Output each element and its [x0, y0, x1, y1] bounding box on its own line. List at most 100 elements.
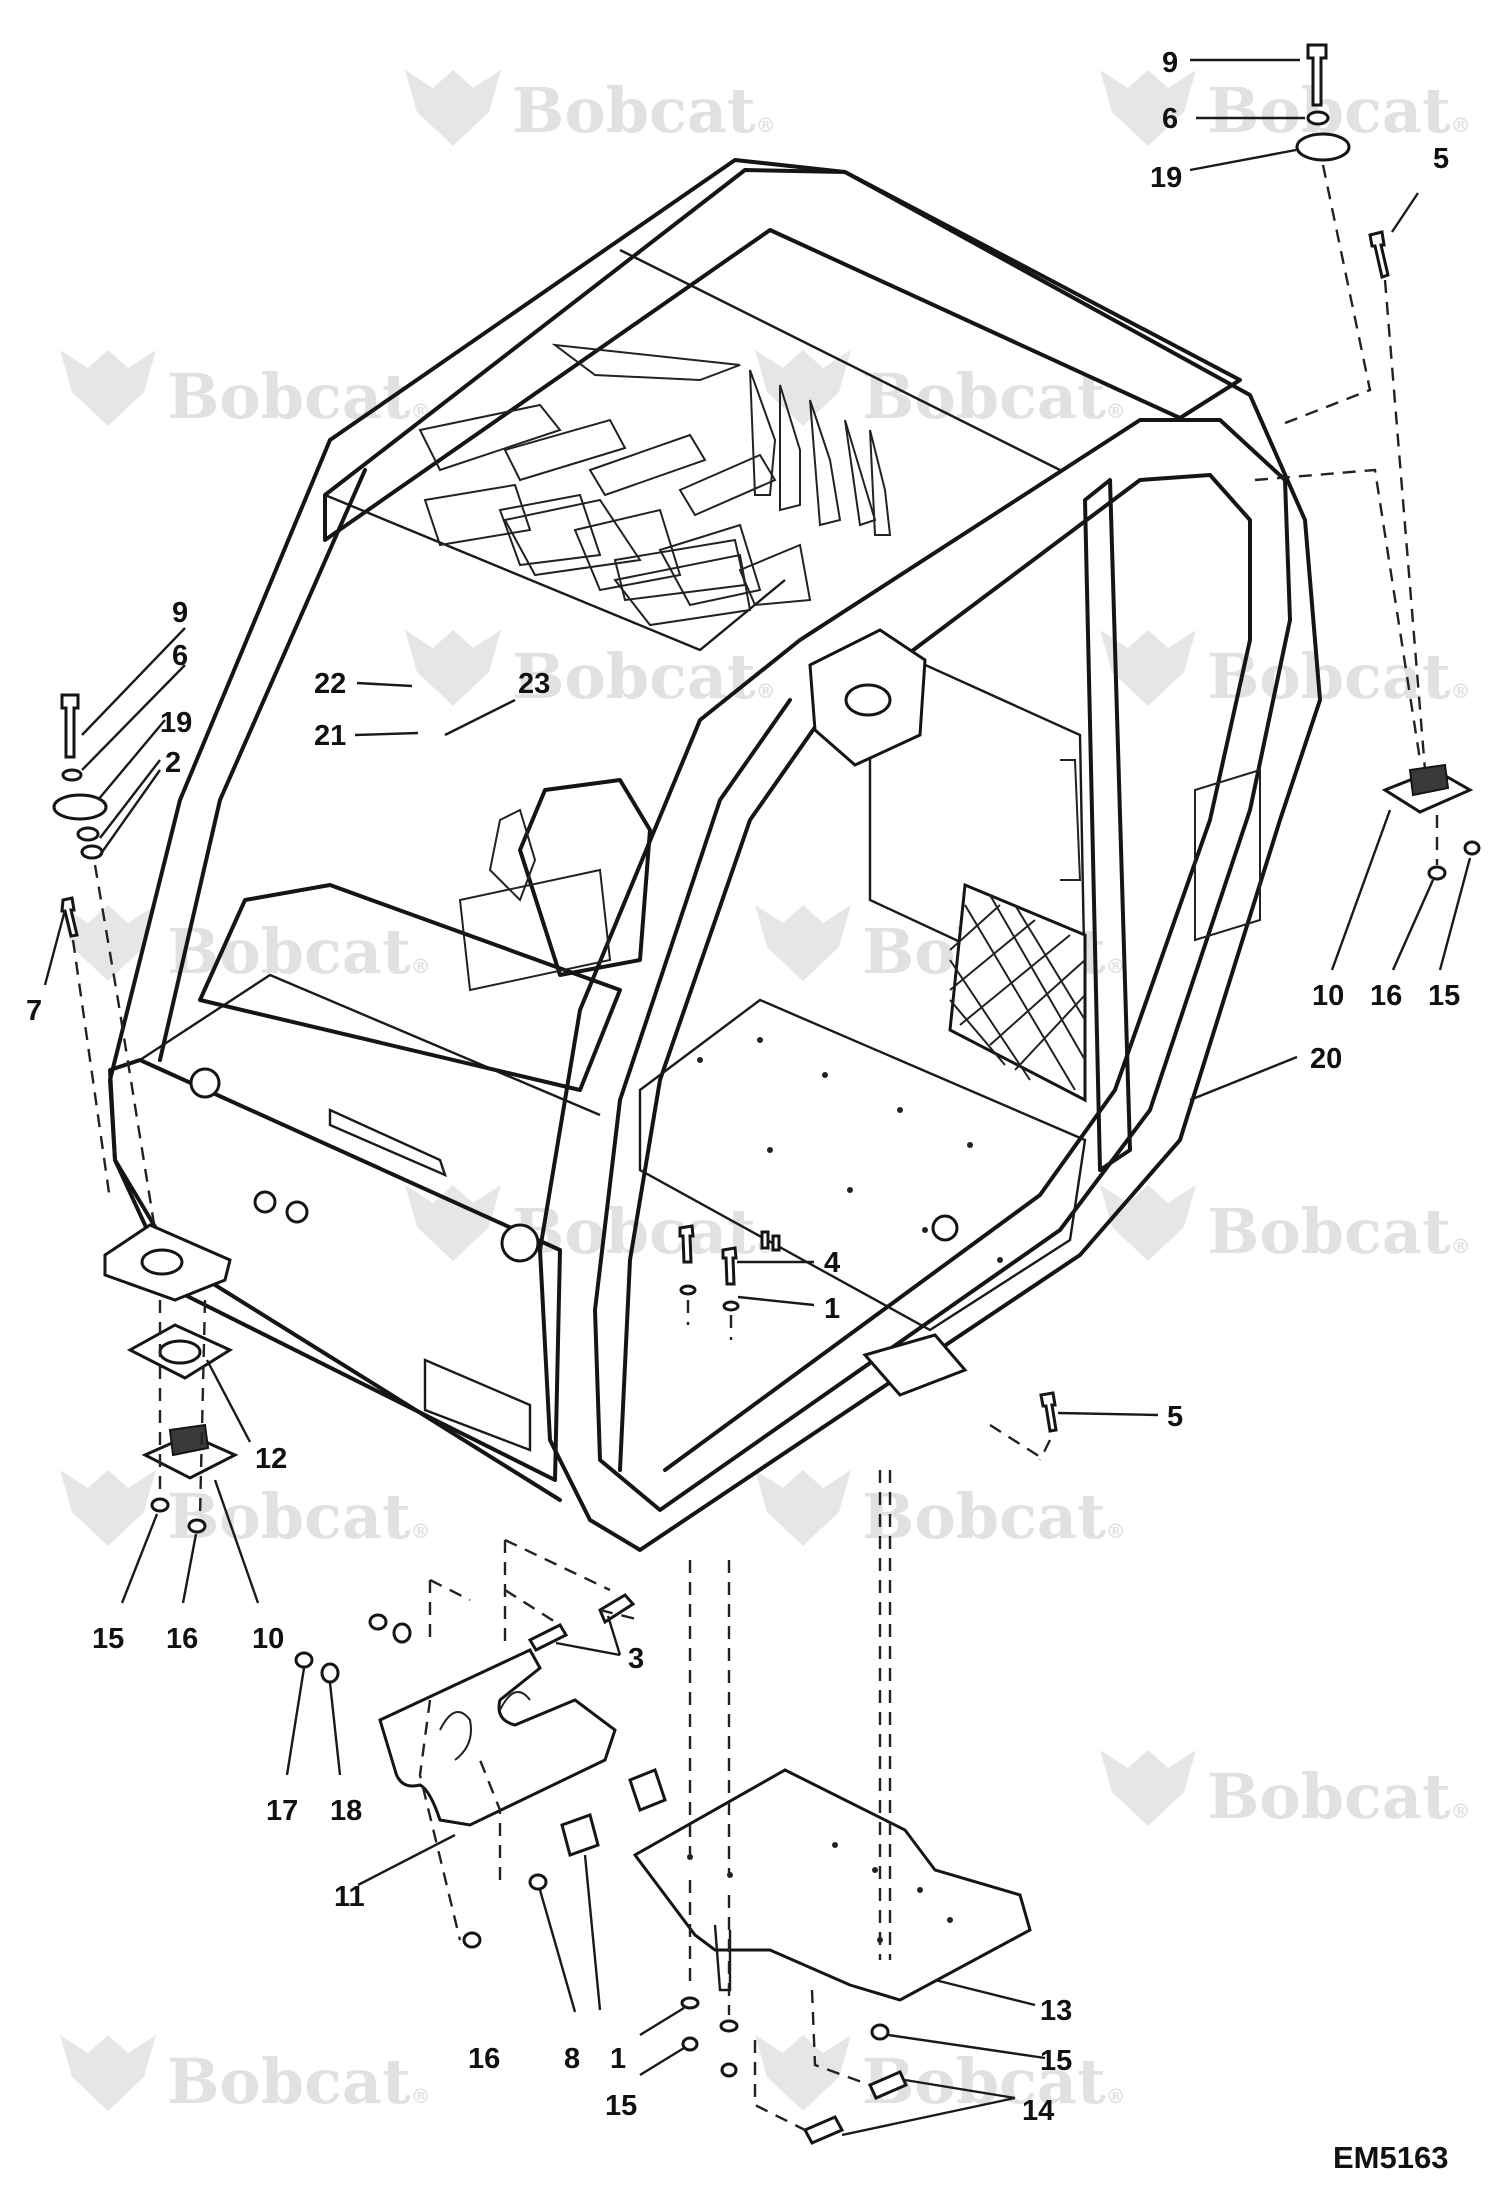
watermark-registered-mark: ®: [411, 2084, 431, 2108]
floor-plate-13-strap: [713, 1924, 732, 1992]
nut-16-right: [1427, 865, 1447, 881]
bolt-14-a: [867, 2070, 909, 2100]
floor-latch-knob: [931, 1214, 959, 1242]
callout-leaders: [43, 58, 1472, 2137]
callout-16-left: 16: [166, 1623, 198, 1655]
bolt-9-top: [1306, 43, 1328, 107]
callout-6-top: 6: [1162, 103, 1178, 135]
mount-bracket-left-hole: [140, 1248, 184, 1276]
left-panel-slot: [328, 1108, 447, 1178]
callout-labels: 9 6 19 5 9 6 19 2 22 21 23 7 10 16 15 20…: [26, 47, 1460, 2127]
nut-16-bottom-b: [462, 1931, 482, 1949]
nut-16-bottom-a: [528, 1873, 548, 1891]
clip-part: [760, 1230, 781, 1252]
watermark-text: Bobcat®: [167, 2045, 431, 2118]
bushing-8-b: [560, 1813, 600, 1857]
seat-back: [198, 883, 622, 1092]
leader-plate-verticals: [688, 1470, 882, 2132]
bobcat-logo-icon: [755, 905, 851, 981]
callout-15-bottom-right: 15: [1040, 2045, 1072, 2077]
watermark-row3-left: Bobcat®: [405, 630, 776, 713]
watermark-text: Bobcat®: [1207, 1760, 1471, 1833]
console-box: [458, 868, 612, 992]
mount-rubber-10-right: [1408, 763, 1450, 797]
callout-20: 20: [1310, 1043, 1342, 1075]
watermark-text: Bobcat®: [167, 1480, 431, 1553]
roof-panel-edge: [324, 493, 786, 652]
leader-bracket-frame: [418, 1538, 641, 1941]
callout-10-right: 10: [1312, 980, 1344, 1012]
joystick: [488, 808, 537, 902]
leader-5-top: [1383, 279, 1427, 771]
washer-1-b: [722, 1300, 740, 1312]
bobcat-logo-icon: [60, 2035, 156, 2111]
watermark-text: Bobcat®: [512, 640, 776, 713]
washer-2-left-b: [80, 844, 104, 860]
callout-6-left: 6: [172, 640, 188, 672]
nut-17-a: [368, 1613, 388, 1631]
bobcat-logo-icon: [755, 1470, 851, 1546]
bolt-4-b: [721, 1246, 738, 1286]
callout-15-right: 15: [1428, 980, 1460, 1012]
callout-5-mid: 5: [1167, 1401, 1183, 1433]
callout-16-bottom: 16: [468, 2043, 500, 2075]
watermark-row2-right: Bobcat®: [755, 350, 1126, 433]
callout-5-top: 5: [1433, 143, 1449, 175]
post-handle: [1060, 759, 1082, 881]
watermark-text: Bobcat®: [512, 74, 776, 147]
bobcat-logo-icon: [405, 630, 501, 706]
right-isolator-mount: [1381, 763, 1481, 881]
callout-8: 8: [564, 2043, 580, 2075]
rear-vertical-post: [1083, 478, 1132, 1172]
left-mount-stack: [52, 693, 157, 1231]
washer-1-bottom-b: [719, 2019, 739, 2033]
callout-21: 21: [314, 720, 346, 752]
seat-rail-bracket-11: [378, 1648, 617, 1827]
callout-13: 13: [1040, 1995, 1072, 2027]
bolt-3-a: [598, 1593, 636, 1625]
nut-15-bottom-right: [870, 2023, 890, 2041]
watermark-row2-left: Bobcat®: [60, 350, 431, 433]
callout-9-left: 9: [172, 597, 188, 629]
roof-panel-rear-edge: [619, 248, 1061, 472]
bolt-14-b: [802, 2115, 845, 2145]
callout-15-left: 15: [92, 1623, 124, 1655]
bobcat-logo-icon: [60, 350, 156, 426]
nut-15-right: [1463, 840, 1481, 856]
washer-6-left: [61, 768, 83, 782]
floor-plate-13: [632, 1768, 1032, 2002]
watermark-registered-mark: ®: [411, 954, 431, 978]
left-isolator-mount: [103, 1223, 239, 1534]
callout-23: 23: [518, 668, 550, 700]
left-panel-round-port-2: [500, 1223, 540, 1263]
leader-rear-guide: [1254, 468, 1422, 761]
cab-roof-panel: [323, 168, 1242, 542]
side-latch-bracket: [1194, 768, 1261, 942]
spacer-plate-12-hole: [158, 1339, 202, 1365]
rollover-tube-inner: [618, 473, 1252, 1472]
watermark-row4-left: Bobcat®: [60, 905, 431, 988]
left-panel-knob-1: [253, 1190, 277, 1214]
watermark-registered-mark: ®: [1106, 954, 1126, 978]
bobcat-logo-icon: [1100, 1750, 1196, 1826]
top-right-mount-stack: [1254, 43, 1427, 771]
watermark-registered-mark: ®: [1106, 2084, 1126, 2108]
left-panel-access-opening: [423, 1358, 532, 1452]
watermark-text: Bobcat®: [167, 360, 431, 433]
callout-16-right: 16: [1370, 980, 1402, 1012]
leader-19-top-to-cab: [1279, 164, 1372, 427]
watermark-top-right: Bobcat®: [1100, 70, 1471, 147]
callout-17: 17: [266, 1795, 298, 1827]
watermark-row5-right: Bobcat®: [1100, 1185, 1471, 1268]
roof-vent-slots: [418, 343, 892, 627]
watermark-row3-right: Bobcat®: [1100, 630, 1471, 713]
nut-15-bottom-b: [720, 2062, 738, 2078]
watermark-registered-mark: ®: [1106, 1519, 1126, 1543]
watermark-text: Bobcat®: [1207, 640, 1471, 713]
rollover-tube-outer: [328, 158, 1322, 1552]
watermark-row7-right: Bobcat®: [1100, 1750, 1471, 1833]
washer-18-a: [392, 1622, 412, 1644]
watermark-top-left: Bobcat®: [405, 70, 776, 147]
washer-2-left-a: [76, 826, 100, 842]
